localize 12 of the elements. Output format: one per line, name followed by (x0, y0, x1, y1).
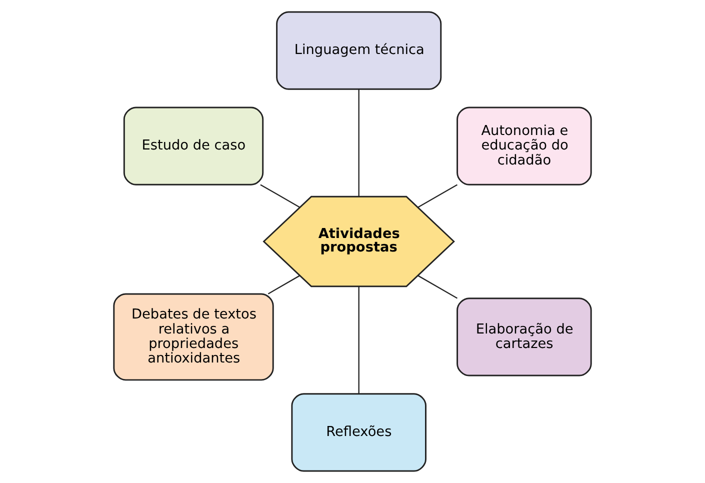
connector (418, 275, 458, 299)
node-box: Autonomia e educação do cidadão (456, 106, 592, 186)
connector (268, 275, 300, 294)
connector (260, 184, 300, 208)
connector (358, 89, 360, 197)
connector (358, 286, 360, 394)
node-box: Debates de textos relativos a propriedades antioxidantes (113, 293, 274, 381)
node-box: Reflexões (291, 393, 426, 472)
node-box: Linguagem técnica (276, 11, 442, 90)
node-box: Elaboração de cartazes (456, 298, 592, 376)
connector (418, 184, 458, 208)
node-box: Estudo de caso (123, 106, 264, 186)
